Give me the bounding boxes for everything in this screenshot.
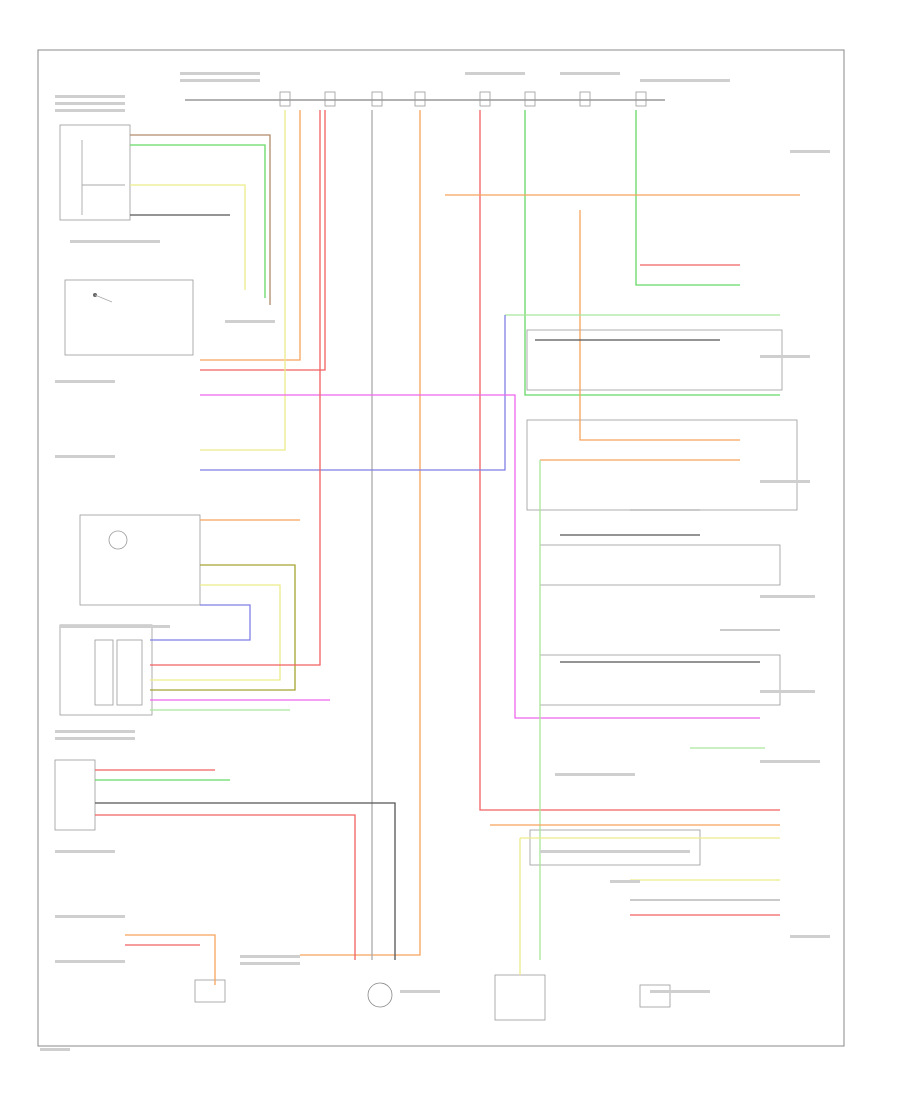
component-box-10 <box>526 419 798 511</box>
component-box-6 <box>194 979 226 1003</box>
fuse-5 <box>479 91 491 107</box>
component-box-2 <box>64 279 194 356</box>
component-box-3 <box>79 514 201 606</box>
wire-orange-7 <box>125 934 216 985</box>
wire-red-4 <box>150 110 321 666</box>
fuse-2 <box>324 91 336 107</box>
fuse-1 <box>279 91 291 107</box>
wire-orange-1 <box>200 110 301 361</box>
fuse-7 <box>579 91 591 107</box>
wire-brown-1 <box>130 134 271 305</box>
left-components <box>54 124 798 1021</box>
wire-black-2 <box>95 802 396 960</box>
label-marks <box>40 72 830 1051</box>
component-box-1 <box>59 124 131 221</box>
wire-green-2 <box>524 110 780 396</box>
wire-yellow-3 <box>150 584 281 681</box>
component-box-11 <box>539 544 781 586</box>
wire-red-2 <box>479 110 780 811</box>
fuse-8 <box>635 91 647 107</box>
wire-red-6 <box>95 814 356 960</box>
wire-olive-1 <box>150 564 296 691</box>
wire-blue-2 <box>150 604 251 641</box>
component-box-9 <box>526 329 783 391</box>
wire-green-1 <box>130 144 266 298</box>
wire-orange-3 <box>579 210 740 441</box>
component-box-7 <box>494 974 546 1021</box>
wire-violet-1 <box>200 394 760 719</box>
wire-yellow-2 <box>200 110 286 451</box>
lamp-icon <box>108 530 128 550</box>
wires <box>95 110 800 985</box>
fuse-4 <box>414 91 426 107</box>
wire-green-3 <box>635 110 740 286</box>
component-box-5 <box>54 759 96 831</box>
fuse-6 <box>524 91 536 107</box>
fuse-group <box>279 91 647 107</box>
wire-yellow-1 <box>130 184 246 290</box>
fuse-panel-top <box>185 91 665 107</box>
component-box-13 <box>529 829 701 866</box>
fuse-3 <box>371 91 383 107</box>
motor-icon <box>367 982 393 1008</box>
diagram-frame <box>37 49 845 1047</box>
wire-red-1 <box>200 110 326 371</box>
component-box-8 <box>639 984 671 1008</box>
wire-orange-2 <box>300 110 421 956</box>
component-box-4 <box>59 624 153 716</box>
wire-blue-1 <box>200 315 506 471</box>
